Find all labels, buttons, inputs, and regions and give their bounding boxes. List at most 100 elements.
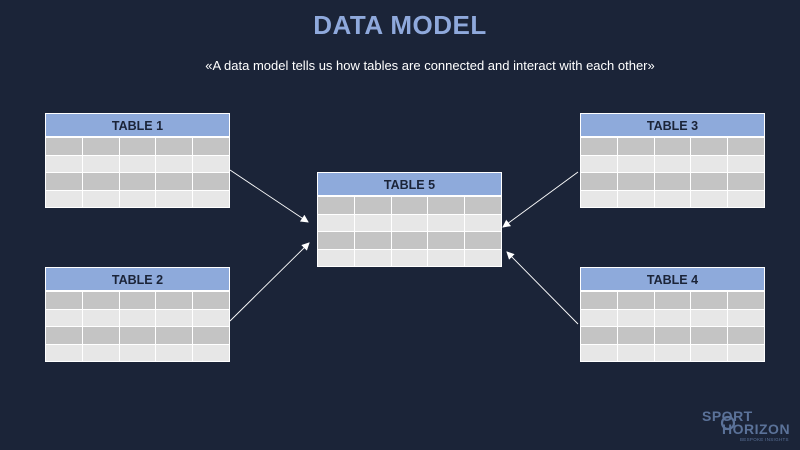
table-cell [156, 155, 194, 173]
table-cell [193, 173, 230, 191]
table-cell [119, 327, 157, 345]
table-cell [691, 344, 729, 362]
table-4-box: TABLE 4 [580, 267, 765, 362]
slide-title: DATA MODEL [313, 10, 487, 40]
table-header: TABLE 4 [580, 267, 765, 291]
table-cell [156, 292, 194, 310]
horizon-arc-icon [720, 415, 736, 431]
table-cell [617, 155, 655, 173]
table-cell [581, 344, 618, 362]
logo-line-1: SPORT [702, 408, 753, 424]
table-cell [617, 309, 655, 327]
table-grid [580, 291, 765, 362]
table-cell [119, 155, 157, 173]
table-cell [654, 292, 692, 310]
table-cell [82, 190, 120, 208]
table-cell [354, 249, 392, 267]
arrow-table-4-to-table-5 [506, 251, 579, 325]
table-cell [82, 344, 120, 362]
table-cell [465, 197, 502, 215]
table-cell [156, 327, 194, 345]
table-cell [82, 292, 120, 310]
table-cell [82, 173, 120, 191]
table-cell [654, 344, 692, 362]
table-grid [317, 196, 502, 267]
table-cell [428, 232, 466, 250]
table-header: TABLE 3 [580, 113, 765, 137]
table-cell [691, 138, 729, 156]
table-cell [318, 232, 355, 250]
table-cell [691, 155, 729, 173]
table-cell [46, 327, 83, 345]
table-cell [617, 292, 655, 310]
table-cell [82, 155, 120, 173]
table-cell [156, 138, 194, 156]
table-cell [728, 173, 765, 191]
table-cell [691, 292, 729, 310]
table-cell [156, 309, 194, 327]
table-cell [465, 249, 502, 267]
table-grid [45, 137, 230, 208]
logo-line-2: HORIZON [722, 421, 791, 437]
table-cell [391, 232, 429, 250]
table-cell [465, 232, 502, 250]
table-cell [46, 155, 83, 173]
table-cell [46, 309, 83, 327]
table-cell [354, 214, 392, 232]
table-cell [581, 327, 618, 345]
table-cell [46, 190, 83, 208]
table-cell [428, 214, 466, 232]
arrow-table-2-to-table-5 [229, 242, 310, 322]
table-grid [580, 137, 765, 208]
table-cell [617, 190, 655, 208]
table-2-box: TABLE 2 [45, 267, 230, 362]
table-header: TABLE 2 [45, 267, 230, 291]
table-cell [581, 138, 618, 156]
sport-horizon-logo: SPORT HORIZON BESPOKE INSIGHTS [690, 406, 790, 446]
table-cell [82, 309, 120, 327]
table-cell [617, 173, 655, 191]
table-cell [581, 292, 618, 310]
table-cell [193, 155, 230, 173]
table-cell [691, 309, 729, 327]
table-cell [156, 190, 194, 208]
table-cell [581, 155, 618, 173]
logo-tagline: BESPOKE INSIGHTS [740, 437, 789, 442]
table-cell [617, 344, 655, 362]
table-cell [728, 292, 765, 310]
table-cell [654, 190, 692, 208]
table-cell [318, 197, 355, 215]
table-cell [654, 309, 692, 327]
table-cell [354, 197, 392, 215]
table-cell [46, 138, 83, 156]
table-cell [193, 309, 230, 327]
table-cell [617, 327, 655, 345]
table-cell [728, 327, 765, 345]
table-cell [46, 344, 83, 362]
table-cell [654, 138, 692, 156]
table-cell [193, 292, 230, 310]
arrow-table-3-to-table-5 [502, 171, 579, 228]
table-cell [119, 138, 157, 156]
table-cell [156, 173, 194, 191]
table-header: TABLE 1 [45, 113, 230, 137]
table-cell [617, 138, 655, 156]
table-grid [45, 291, 230, 362]
table-cell [119, 292, 157, 310]
table-cell [119, 190, 157, 208]
slide-subtitle: «A data model tells us how tables are co… [205, 58, 655, 73]
table-cell [691, 327, 729, 345]
table-cell [428, 249, 466, 267]
table-cell [581, 173, 618, 191]
table-cell [691, 190, 729, 208]
table-cell [82, 138, 120, 156]
table-cell [391, 249, 429, 267]
table-cell [691, 173, 729, 191]
table-cell [82, 327, 120, 345]
table-cell [654, 155, 692, 173]
table-cell [193, 138, 230, 156]
table-cell [728, 344, 765, 362]
table-cell [318, 214, 355, 232]
table-5-box: TABLE 5 [317, 172, 502, 267]
